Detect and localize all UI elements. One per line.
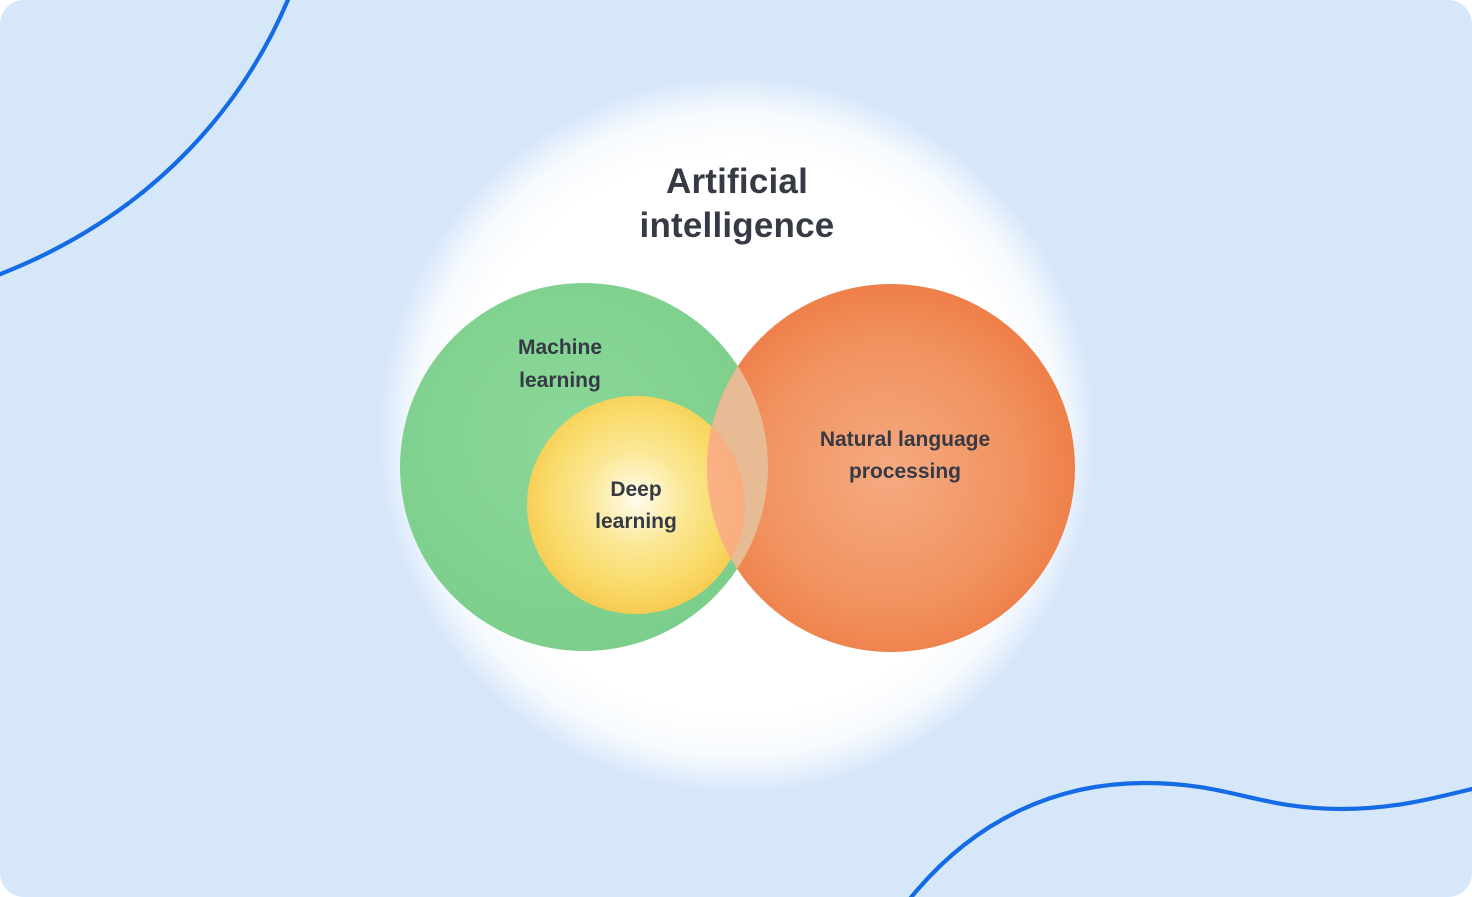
label-natural-language-processing: Natural language processing bbox=[819, 428, 991, 483]
label-deep-learning: Deep learning bbox=[595, 478, 677, 533]
diagram-title: Artificial intelligence bbox=[639, 162, 835, 246]
label-machine-learning: Machine learning bbox=[517, 336, 603, 392]
circle-deep-learning bbox=[527, 396, 745, 614]
decorative-curve-bottom-right bbox=[908, 780, 1472, 897]
decorative-curve-top-left bbox=[0, 0, 291, 277]
circle-natural-language-processing bbox=[707, 284, 1075, 652]
